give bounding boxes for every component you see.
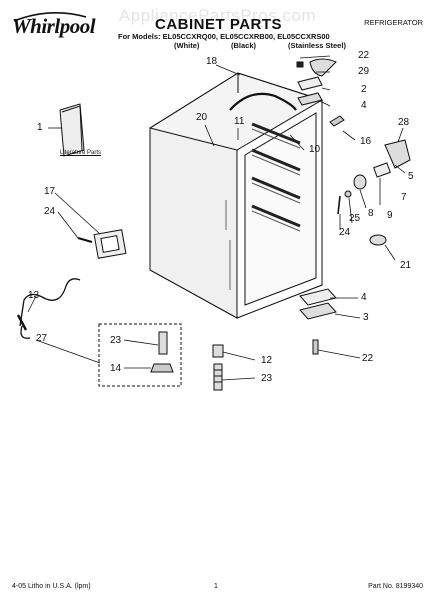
callout-13: 13 (28, 290, 40, 301)
callout-28: 28 (398, 117, 410, 128)
callout-24-left: 24 (44, 206, 56, 217)
watermark: AppliancePartsPros.com (118, 6, 317, 25)
callout-14: 14 (110, 363, 122, 374)
leader-lines (27, 55, 406, 381)
callout-12: 12 (261, 355, 273, 366)
callout-7: 7 (401, 192, 407, 203)
callout-4-bottom: 4 (361, 292, 367, 303)
callout-23-left: 23 (110, 335, 122, 346)
callout-11: 11 (234, 116, 245, 127)
footer-part-number: Part No. 8199340 (368, 583, 423, 590)
callout-18: 18 (206, 56, 218, 67)
callout-16: 16 (360, 136, 372, 147)
callout-23-right: 23 (261, 373, 273, 384)
right-side-parts (337, 139, 411, 246)
brand-logo: Whirlpool (12, 14, 96, 38)
callout-1: 1 (37, 122, 43, 133)
models-line: For Models: EL05CCXRQ00, EL05CCXRB00, EL… (118, 32, 330, 41)
callout-10: 10 (309, 144, 321, 155)
callout-25: 25 (349, 213, 361, 224)
callout-9: 9 (387, 210, 393, 221)
left-side-parts (16, 103, 127, 339)
callout-24-right: 24 (339, 227, 351, 238)
category-label: REFRIGERATOR (364, 18, 423, 27)
cabinet (149, 72, 323, 319)
callout-27: 27 (36, 333, 48, 344)
feet-parts (98, 288, 337, 391)
callout-2: 2 (361, 84, 367, 95)
callout-5: 5 (408, 171, 414, 182)
callout-4-top: 4 (361, 100, 367, 111)
footer-page-number: 1 (214, 583, 218, 590)
callout-29: 29 (358, 66, 370, 77)
literature-caption: Literature Parts (60, 150, 102, 156)
callout-8: 8 (368, 208, 374, 219)
callout-21: 21 (400, 260, 412, 271)
footer-print-info: 4-05 Litho in U.S.A. (lpm) (12, 583, 91, 590)
callout-22-bottom: 22 (362, 353, 374, 364)
callout-20: 20 (196, 112, 208, 123)
variant-stainless: (Stainless Steel) (288, 41, 346, 50)
variant-white: (White) (174, 41, 200, 50)
brand-swoosh-icon (13, 12, 87, 22)
variant-black: (Black) (231, 41, 257, 50)
callout-22-top: 22 (358, 50, 370, 61)
callout-17: 17 (44, 186, 56, 197)
callout-3: 3 (363, 312, 369, 323)
page-title: CABINET PARTS (155, 16, 283, 33)
